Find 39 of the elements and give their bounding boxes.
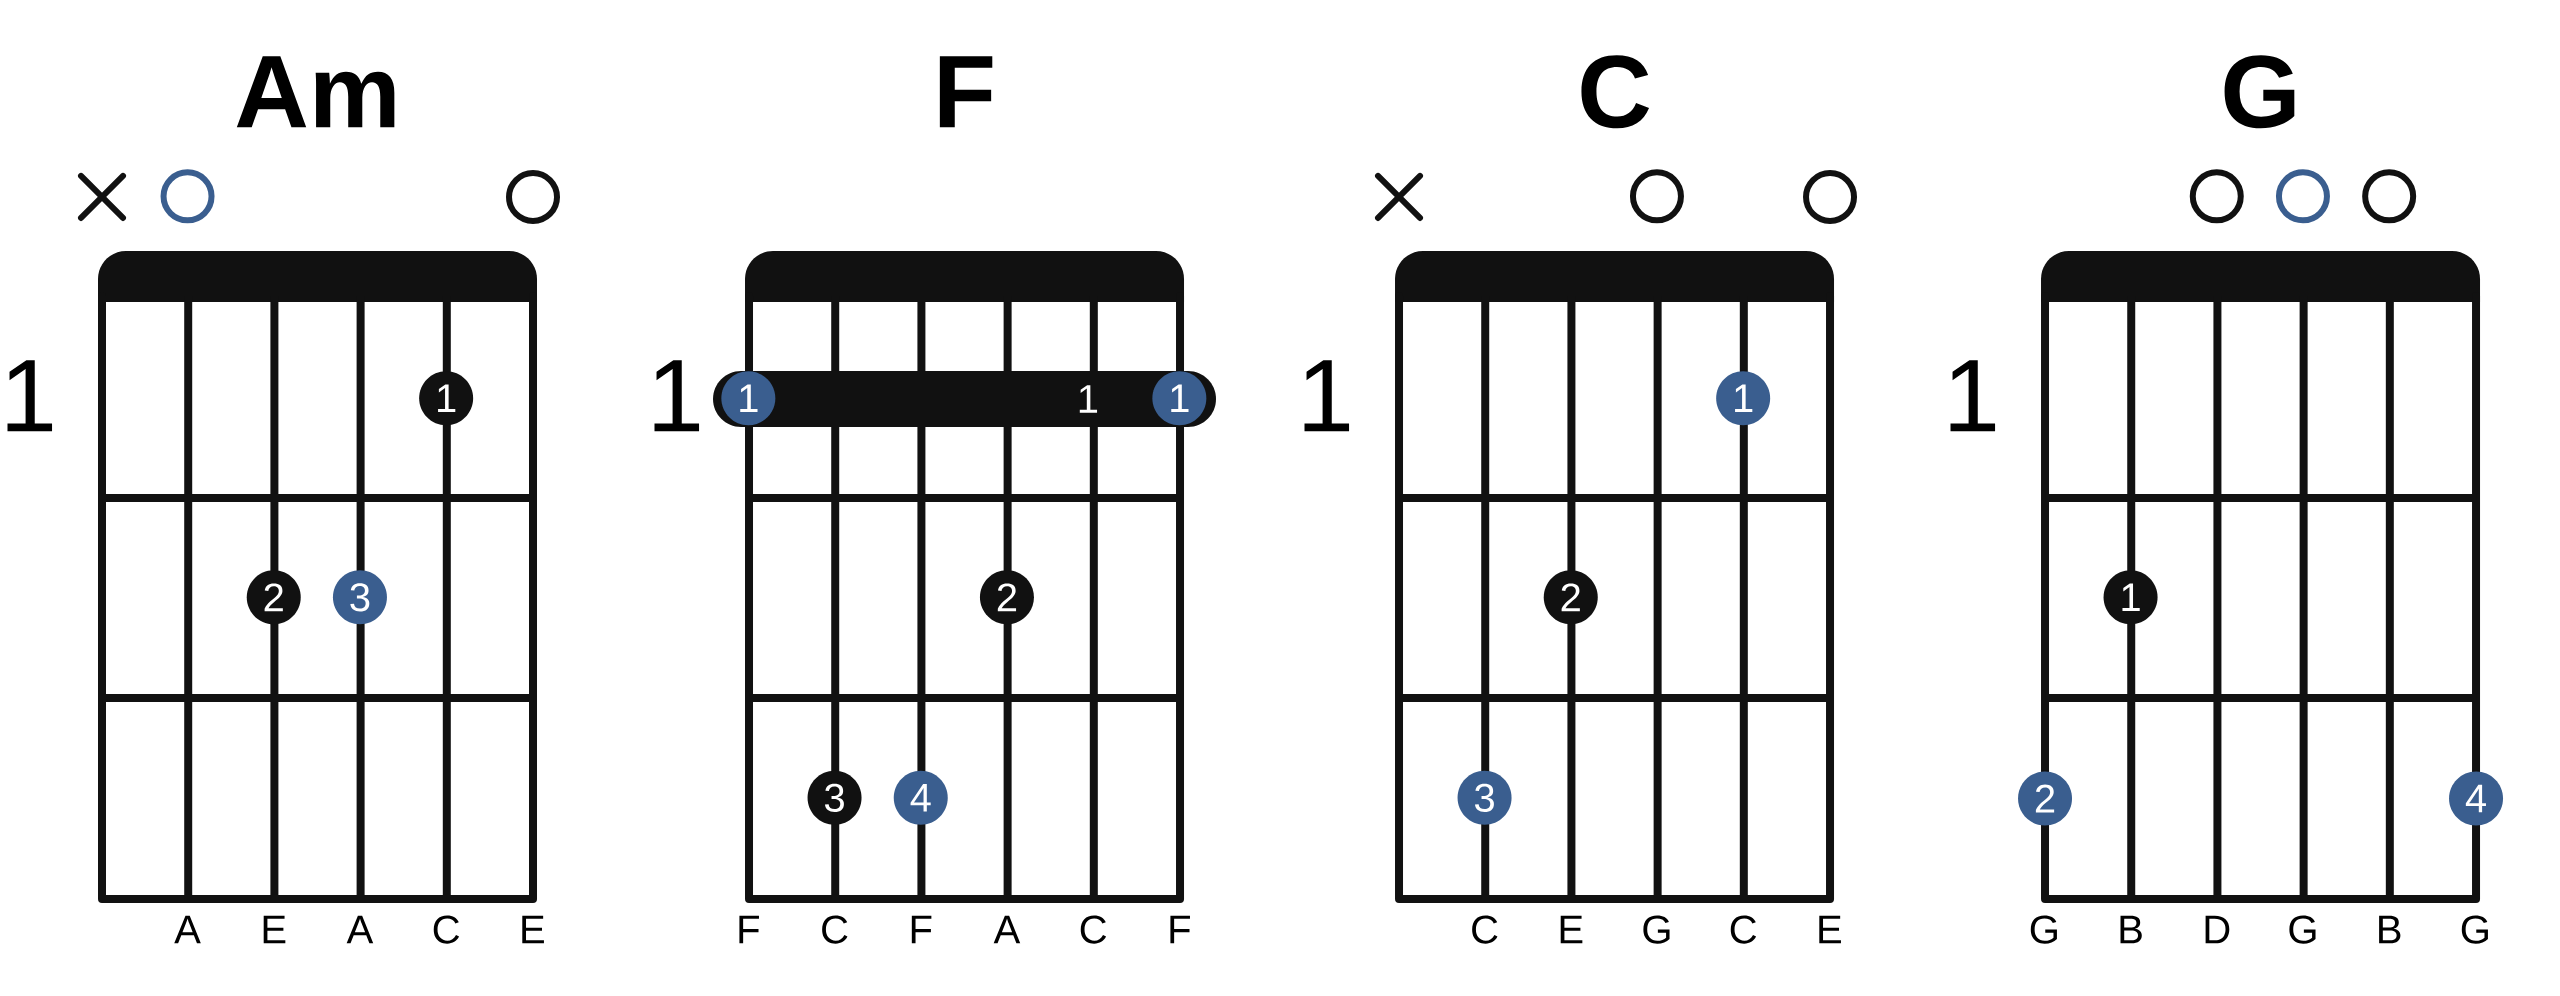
- string-note: A: [993, 915, 1021, 944]
- string-note: E: [263, 915, 286, 944]
- string-note: E: [1560, 915, 1583, 944]
- string-note: F: [1170, 915, 1190, 944]
- string-note: G: [2289, 915, 2316, 944]
- chord-name: F: [939, 56, 993, 128]
- string-note: A: [174, 915, 201, 944]
- open-string-circle: [160, 169, 215, 224]
- string-note: B: [2379, 915, 2401, 944]
- open-string-circle: [506, 170, 560, 224]
- string-note: E: [522, 915, 544, 944]
- string-note: E: [1819, 915, 1841, 944]
- string-note: C: [1080, 915, 1107, 944]
- fret-number: 1: [1304, 360, 1350, 432]
- string-note: C: [1472, 915, 1498, 944]
- string-note: C: [1730, 915, 1757, 944]
- string-note: D: [2205, 915, 2230, 944]
- open-string-circle: [2189, 169, 2244, 224]
- string-note: G: [2461, 915, 2488, 944]
- muted-string-cross: [78, 173, 126, 221]
- fret-number: 1: [654, 360, 700, 432]
- chord-name: G: [2224, 55, 2295, 129]
- string-note: G: [1643, 915, 1670, 944]
- string-note: C: [433, 915, 460, 944]
- string-note: F: [911, 915, 932, 944]
- open-string-circle: [2362, 169, 2417, 224]
- string-note: F: [739, 915, 759, 944]
- open-string-circle: [2275, 169, 2330, 224]
- chord-name: Am: [236, 56, 395, 128]
- string-note: B: [2120, 915, 2142, 944]
- fret-number: 1: [1950, 360, 1996, 432]
- open-string-circle: [1803, 170, 1857, 224]
- open-string-circle: [1629, 169, 1684, 224]
- string-note: C: [822, 915, 848, 944]
- chord-name: C: [1581, 55, 1650, 129]
- muted-string-cross: [1375, 173, 1423, 221]
- string-note: G: [2030, 915, 2057, 944]
- fret-number: 1: [7, 360, 53, 432]
- string-note: A: [346, 915, 374, 944]
